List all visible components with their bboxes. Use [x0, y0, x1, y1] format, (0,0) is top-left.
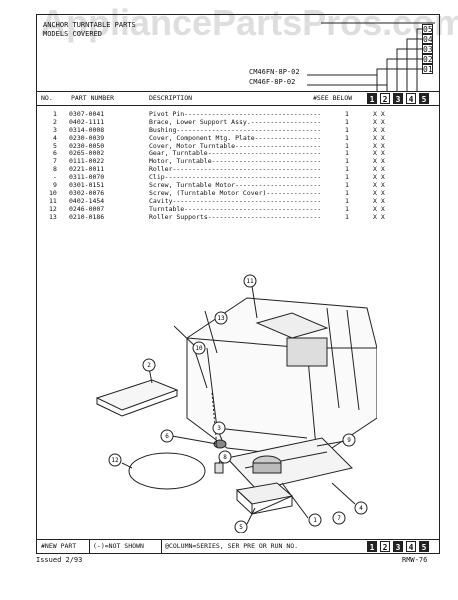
- svg-text:5: 5: [239, 524, 243, 531]
- footer-series-col-3: 3: [393, 541, 403, 552]
- header-description: DESCRIPTION: [149, 94, 193, 102]
- series-col-1: 1: [367, 93, 377, 104]
- header-see-below: #SEE BELOW: [313, 94, 353, 102]
- sheet-title: ANCHOR TURNTABLE PARTS MODELS COVERED: [43, 21, 136, 39]
- svg-text:3: 3: [217, 425, 221, 432]
- model-list: CM46FN-8P-02 CM46F-8P-02: [249, 67, 300, 87]
- model-2: CM46F-8P-02: [249, 78, 296, 86]
- callout-7-final: 7: [332, 511, 346, 525]
- footer-series-col-4: 4: [406, 541, 416, 552]
- column-code-05: 05: [422, 24, 433, 34]
- lower-support-brace: [95, 379, 179, 411]
- svg-text:13: 13: [217, 315, 225, 322]
- parts-sheet: ANCHOR TURNTABLE PARTS MODELS COVERED 05…: [36, 14, 440, 554]
- series-col-3: 3: [393, 93, 403, 104]
- svg-text:9: 9: [347, 437, 351, 444]
- svg-text:1: 1: [313, 517, 317, 524]
- column-code-02: 02: [422, 54, 433, 64]
- model-1: CM46FN-8P-02: [249, 68, 300, 76]
- callout-9: 9: [342, 433, 356, 447]
- title-line-2: MODELS COVERED: [43, 30, 103, 38]
- column-code-01: 01: [422, 64, 433, 74]
- svg-text:7: 7: [337, 515, 341, 522]
- svg-text:8: 8: [223, 454, 227, 461]
- cavity-outline: [186, 297, 377, 459]
- svg-text:6: 6: [165, 433, 169, 440]
- footer-series-col-1: 1: [367, 541, 377, 552]
- callout-11: 11: [243, 274, 257, 288]
- title-line-1: ANCHOR TURNTABLE PARTS: [43, 21, 136, 29]
- svg-text:10: 10: [195, 345, 203, 352]
- footer-new-part: #NEW PART: [41, 542, 77, 550]
- mounting-plate: [226, 437, 353, 491]
- callout-13: 13: [214, 311, 228, 325]
- column-code-04: 04: [422, 34, 433, 44]
- callout-10: 10: [192, 341, 206, 355]
- column-code-connectors: [307, 22, 435, 91]
- svg-text:11: 11: [246, 278, 254, 285]
- callout-2: 2: [142, 358, 156, 372]
- series-col-5: 5: [419, 93, 429, 104]
- footer-series-col-2: 2: [380, 541, 390, 552]
- footer-column-note: @COLUMN=SERIES, SER PRE OR RUN NO.: [165, 542, 299, 550]
- sheet-footer: #NEW PART (-)=NOT SHOWN @COLUMN=SERIES, …: [37, 539, 439, 553]
- callout-1: 1: [308, 513, 322, 527]
- footer-not-shown: (-)=NOT SHOWN: [93, 542, 144, 550]
- svg-text:2: 2: [147, 362, 151, 369]
- callout-6: 6: [160, 429, 174, 443]
- turntable-disc: [128, 452, 206, 490]
- header-no: NO.: [41, 94, 53, 102]
- issued-date: Issued 2/93: [36, 556, 83, 564]
- footer-series-col-5: 5: [419, 541, 429, 552]
- callout-8: 8: [218, 450, 232, 464]
- svg-text:12: 12: [111, 457, 119, 464]
- table-header: NO. PART NUMBER DESCRIPTION #SEE BELOW 1…: [37, 91, 439, 106]
- document-code: RMW-76: [402, 556, 428, 564]
- series-col-2: 2: [380, 93, 390, 104]
- header-part-number: PART NUMBER: [71, 94, 115, 102]
- exploded-parts-diagram: 1 2 3 4 5 6 8 9 10 11 12 13 7: [95, 274, 377, 533]
- callout-12: 12: [108, 453, 122, 467]
- callout-4: 4: [354, 501, 368, 515]
- callout-3: 3: [212, 421, 226, 435]
- svg-text:4: 4: [359, 505, 363, 512]
- callout-5: 5: [234, 520, 248, 533]
- column-code-03: 03: [422, 44, 433, 54]
- series-col-4: 4: [406, 93, 416, 104]
